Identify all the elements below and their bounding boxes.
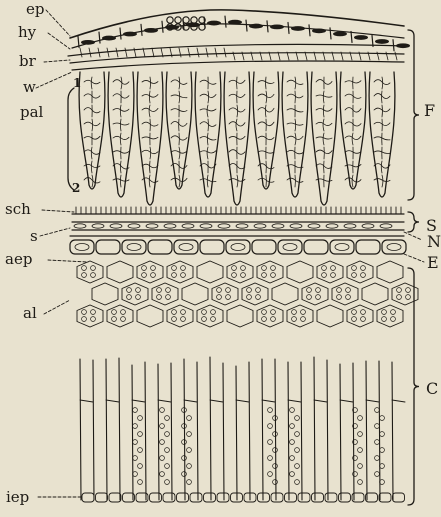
bracket-label-F: F (424, 103, 435, 119)
label-aep: aep (5, 252, 32, 267)
epidermis-cell-nucleus (228, 20, 242, 25)
label-s: s (30, 229, 38, 244)
label-sch: sch (5, 202, 31, 217)
epidermis-cell-nucleus (207, 21, 221, 26)
epidermis-cell-nucleus (81, 40, 95, 45)
label-number-1: 1 (73, 77, 81, 89)
epidermis-cell-nucleus (123, 32, 137, 37)
label-pal: pal (20, 105, 43, 120)
bracket-label-C: C (426, 381, 438, 397)
epidermis-cell-nucleus (291, 26, 305, 31)
label-w: w (23, 80, 36, 95)
label-br: br (19, 54, 36, 69)
label-number-2: 2 (72, 182, 80, 194)
epidermis-cell-nucleus (312, 28, 326, 33)
label-hy: hy (18, 25, 36, 40)
epidermis-cell-nucleus (144, 28, 158, 33)
epidermis-cell-nucleus (354, 35, 368, 40)
bracket-label-N: N (427, 234, 441, 250)
epidermis-cell-nucleus (333, 31, 347, 36)
label-iep: iep (6, 490, 29, 505)
epidermis-cell-nucleus (102, 36, 116, 41)
epidermis-cell-nucleus (270, 24, 284, 29)
epidermis-cell-nucleus (375, 39, 389, 44)
epidermis-cell-nucleus (249, 24, 263, 29)
label-al: al (23, 306, 37, 321)
bracket-label-E: E (427, 255, 439, 271)
label-ep: ep (26, 2, 44, 17)
